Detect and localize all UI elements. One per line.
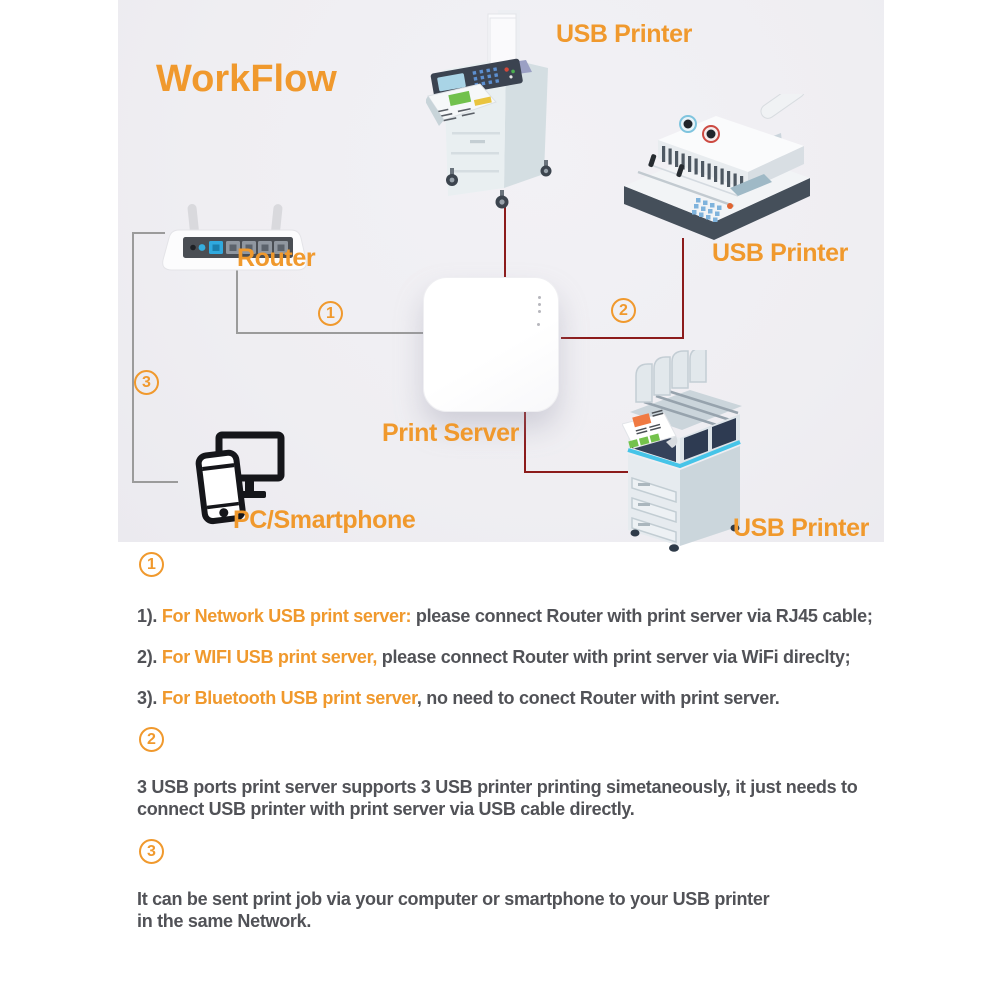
note-3-rest: , no need to conect Router with print se… <box>416 688 780 708</box>
pc-smartphone-illustration <box>188 428 286 526</box>
notes-circled-number-2: 2 <box>139 727 164 752</box>
binding-machine-icon <box>624 83 810 240</box>
note-1-prefix: 1). <box>137 606 162 626</box>
multifunction-printer-icon <box>425 10 552 209</box>
note-1-highlight: For Network USB print server: <box>161 606 412 626</box>
diagram-circled-number-1: 1 <box>318 301 343 326</box>
status-led <box>538 296 541 299</box>
status-led <box>537 323 540 326</box>
note-1-rest: please connect Router with print server … <box>411 606 873 626</box>
label-pc-smartphone: PC/Smartphone <box>233 506 416 534</box>
label-router: Router <box>237 244 316 272</box>
status-led <box>538 303 541 306</box>
usb-printer-top-illustration <box>425 8 558 218</box>
notes-circled-number-3: 3 <box>139 839 164 864</box>
label-usb-printer-right: USB Printer <box>712 239 848 267</box>
note-3-prefix: 3). <box>137 688 162 708</box>
notes-circled-number-1: 1 <box>139 552 164 577</box>
note-3-highlight: For Bluetooth USB print server <box>161 688 417 708</box>
note-line-3: 3). For Bluetooth USB print server, no n… <box>137 688 780 709</box>
note-paragraph-3: It can be sent print job via your comput… <box>137 889 770 931</box>
label-usb-printer-top: USB Printer <box>556 20 692 48</box>
usb-printer-bottom-illustration <box>621 347 748 552</box>
status-led <box>538 310 541 313</box>
diagram-circled-number-2: 2 <box>611 298 636 323</box>
note-line-1: 1). For Network USB print server: please… <box>137 606 873 627</box>
label-print-server: Print Server <box>382 419 519 447</box>
note-paragraph-2: 3 USB ports print server supports 3 USB … <box>137 777 858 819</box>
usb-printer-right-illustration <box>618 83 816 246</box>
copier-icon <box>621 347 742 552</box>
workflow-title: WorkFlow <box>156 58 337 100</box>
connection-lines <box>132 206 684 483</box>
pc-smartphone-icon <box>195 431 285 525</box>
note-2-prefix: 2). <box>137 647 162 667</box>
note-2-highlight: For WIFI USB print server, <box>161 647 378 667</box>
workflow-diagram: WorkFlow <box>118 0 884 552</box>
diagram-circled-number-3: 3 <box>134 370 159 395</box>
label-usb-printer-bottom: USB Printer <box>733 514 869 542</box>
note-2-rest: please connect Router with print server … <box>377 647 851 667</box>
router-illustration <box>158 202 312 276</box>
note-line-2: 2). For WIFI USB print server, please co… <box>137 647 851 668</box>
print-server-device <box>423 277 559 412</box>
router-icon <box>162 204 307 271</box>
